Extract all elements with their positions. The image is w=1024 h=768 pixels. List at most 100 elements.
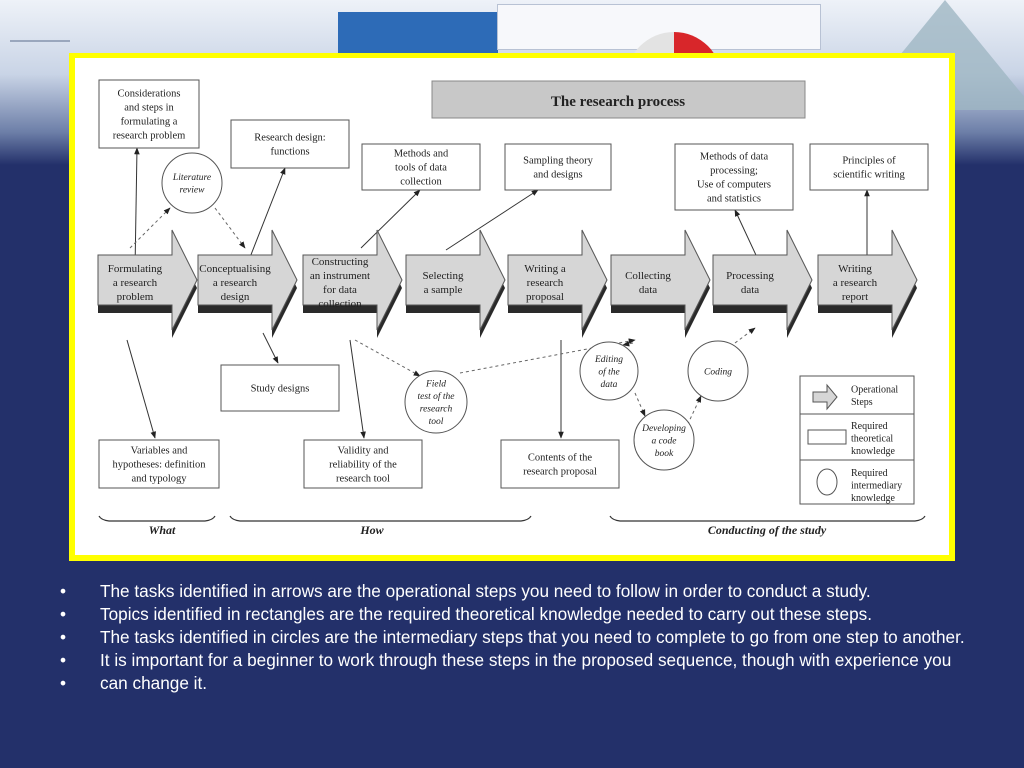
step-arrow — [197, 229, 298, 331]
bullet-marker: • — [60, 627, 67, 647]
knowledge-box-rect — [504, 143, 612, 191]
step-arrow — [610, 229, 711, 331]
step-arrow — [817, 229, 918, 331]
dashed-connector — [354, 339, 421, 377]
knowledge-box-rect — [809, 143, 929, 191]
intermediary-label: Coding — [704, 367, 732, 377]
connector-arrow — [134, 147, 140, 271]
title-bar — [431, 80, 806, 119]
bullet-marker: • — [60, 650, 67, 670]
knowledge-box-rect — [674, 143, 794, 211]
dashed-connector — [622, 341, 634, 347]
decorative-line — [10, 40, 70, 42]
step-arrow — [507, 229, 608, 331]
connector-arrow — [244, 167, 286, 271]
phase-label: Conducting of the study — [708, 523, 827, 537]
bullet-item: •can change it. — [60, 674, 1010, 693]
intermediary-circle — [633, 409, 695, 471]
intermediary-step: Coding — [687, 340, 749, 402]
bullet-item: •The tasks identified in arrows are the … — [60, 582, 1010, 601]
phase-label: What — [149, 523, 176, 537]
brace-line — [98, 515, 216, 522]
step-arrow — [97, 229, 198, 331]
phase-label: How — [359, 523, 384, 537]
dashed-connector — [634, 392, 646, 417]
knowledge-box-label: Research design:functions — [254, 133, 326, 158]
knowledge-box-rect — [361, 143, 481, 191]
intermediary-circle — [687, 340, 749, 402]
bullet-list: •The tasks identified in arrows are the … — [60, 582, 1010, 697]
legend-arrow-icon — [812, 383, 838, 411]
knowledge-box: Study designs — [220, 364, 340, 412]
bullet-item: • The tasks identified in circles are the… — [60, 628, 1010, 647]
connector-arrow — [360, 189, 421, 249]
legend-circle-icon — [816, 468, 838, 496]
knowledge-box-rect — [220, 364, 340, 412]
brace-line — [609, 515, 926, 522]
phase-brace: What — [98, 515, 216, 537]
dashed-connector — [734, 327, 756, 344]
dashed-connector — [214, 207, 246, 249]
bullet-text: Topics identified in rectangles are the … — [100, 604, 872, 624]
decorative-blue-block — [338, 12, 498, 58]
knowledge-box-rect — [500, 439, 620, 489]
knowledge-box-rect — [98, 439, 220, 489]
step-arrow — [712, 229, 813, 331]
bullet-text: The tasks identified in circles are the … — [100, 627, 965, 647]
connector-arrow — [262, 332, 279, 364]
connector-arrow — [445, 189, 539, 251]
bullet-item: •Topics identified in rectangles are the… — [60, 605, 1010, 624]
connector-arrow — [126, 339, 156, 439]
connector-arrow — [349, 339, 366, 439]
knowledge-box-rect — [303, 439, 423, 489]
step-arrow — [302, 229, 403, 331]
bullet-text: It is important for a beginner to work t… — [100, 650, 952, 670]
phase-brace: Conducting of the study — [609, 515, 926, 537]
brace-line — [229, 515, 532, 522]
intermediary-circle — [161, 152, 223, 214]
knowledge-box: Research design:functions — [230, 119, 350, 169]
knowledge-box-rect — [230, 119, 350, 169]
step-arrow — [405, 229, 506, 331]
bullet-text: can change it. — [100, 673, 208, 693]
